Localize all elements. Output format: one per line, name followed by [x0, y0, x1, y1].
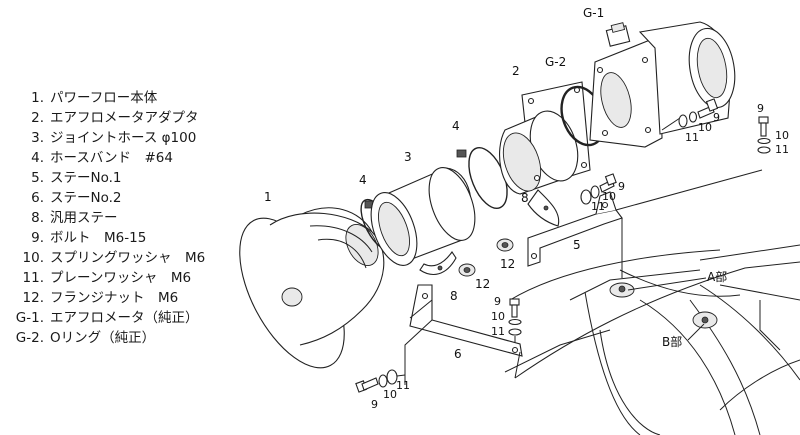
- callout-9: 9: [494, 295, 501, 308]
- legend-number: 11.: [22, 270, 44, 286]
- fastener-set-far-right: [757, 116, 771, 154]
- legend-number: 12.: [22, 290, 44, 306]
- legend-text: ジョイントホース φ100: [50, 130, 197, 146]
- legend-number: 5.: [31, 170, 44, 186]
- legend-item: 11. プレーンワッシャ M6: [6, 268, 256, 288]
- callout-9: 9: [713, 111, 720, 124]
- callout-labels: G-1 G-2 2 4 3 4 1 8 5 12 8 12 6 9 10 11 …: [264, 6, 789, 411]
- legend-text: ステーNo.2: [50, 190, 122, 206]
- airflow-meter: [589, 21, 736, 148]
- callout-8b: 8: [450, 289, 458, 303]
- legend-text: エアフロメータ（純正）: [50, 310, 199, 326]
- callout-4b: 4: [359, 173, 367, 187]
- legend-item: 8. 汎用ステー: [6, 208, 256, 228]
- generic-stay-lower: [419, 251, 457, 276]
- legend-item: 12. フランジナット M6: [6, 288, 256, 308]
- legend-text: ホースバンド #64: [50, 150, 173, 166]
- legend-text: ボルト M6-15: [50, 230, 147, 246]
- callout-3: 3: [404, 150, 412, 164]
- airflow-meter-adapter: [499, 81, 591, 195]
- fastener-set-stay5: [580, 173, 617, 205]
- legend-number: 8.: [31, 210, 44, 226]
- leader-lines: [627, 277, 707, 341]
- callout-g2: G-2: [545, 55, 566, 69]
- legend-number: 6.: [31, 190, 44, 206]
- callout-9: 9: [757, 102, 764, 115]
- legend-number: G-1.: [15, 310, 44, 326]
- legend-text: Oリング（純正）: [50, 330, 156, 346]
- callout-a-bu: A部: [707, 269, 727, 284]
- legend-text: エアフロメータアダプタ: [50, 110, 199, 126]
- legend-text: プレーンワッシャ M6: [50, 270, 192, 286]
- power-flow-body: [239, 207, 385, 369]
- callout-12b: 12: [475, 277, 490, 291]
- vehicle-body: [504, 244, 800, 435]
- callout-11: 11: [396, 379, 410, 392]
- flange-nut-upper: [496, 238, 514, 252]
- callout-10: 10: [383, 388, 397, 401]
- fastener-set-bottom: [355, 369, 406, 393]
- callout-9: 9: [371, 398, 378, 411]
- callout-10: 10: [775, 129, 789, 142]
- legend-item: 9. ボルト M6-15: [6, 228, 256, 248]
- legend-number: 2.: [31, 110, 44, 126]
- legend-item: 3. ジョイントホース φ100: [6, 128, 256, 148]
- callout-11: 11: [591, 200, 605, 213]
- joint-hose: [370, 167, 476, 266]
- legend-text: 汎用ステー: [50, 210, 118, 226]
- callout-g1: G-1: [583, 6, 604, 20]
- legend-item: G-2. Oリング（純正）: [6, 328, 256, 348]
- generic-stay-upper: [527, 189, 560, 227]
- callout-10: 10: [698, 121, 712, 134]
- legend-text: パワーフロー本体: [50, 90, 158, 106]
- callout-12a: 12: [500, 257, 515, 271]
- legend-number: 4.: [31, 150, 44, 166]
- legend-item: 2. エアフロメータアダプタ: [6, 108, 256, 128]
- callout-8a: 8: [521, 191, 529, 205]
- flange-nut-lower: [458, 263, 476, 277]
- callout-4a: 4: [452, 119, 460, 133]
- legend-number: 1.: [31, 90, 44, 106]
- legend-number: 10.: [22, 250, 44, 266]
- callout-1: 1: [264, 190, 272, 204]
- callout-b-bu: B部: [662, 334, 682, 349]
- legend-number: 3.: [31, 130, 44, 146]
- legend-item: 5. ステーNo.1: [6, 168, 256, 188]
- legend-item: G-1. エアフロメータ（純正）: [6, 308, 256, 328]
- stay-no2: [404, 284, 523, 385]
- legend-number: G-2.: [15, 330, 44, 346]
- legend-item: 4. ホースバンド #64: [6, 148, 256, 168]
- legend-text: フランジナット M6: [50, 290, 179, 306]
- callout-10: 10: [491, 310, 505, 323]
- legend-text: ステーNo.1: [50, 170, 122, 186]
- legend-number: 9.: [31, 230, 44, 246]
- callout-9: 9: [618, 180, 625, 193]
- callout-11: 11: [685, 131, 699, 144]
- callout-11: 11: [775, 143, 789, 156]
- callout-11: 11: [491, 325, 505, 338]
- callout-2: 2: [512, 64, 520, 78]
- legend-text: スプリングワッシャ M6: [50, 250, 206, 266]
- parts-legend: 1. パワーフロー本体 2. エアフロメータアダプタ 3. ジョイントホース φ100…: [6, 88, 256, 348]
- stay-no1: [527, 169, 763, 278]
- callout-5: 5: [573, 238, 581, 252]
- fastener-set-top: [678, 98, 719, 128]
- callout-6: 6: [454, 347, 462, 361]
- legend-item: 10. スプリングワッシャ M6: [6, 248, 256, 268]
- callout-10: 10: [602, 190, 616, 203]
- legend-item: 6. ステーNo.2: [6, 188, 256, 208]
- legend-item: 1. パワーフロー本体: [6, 88, 256, 108]
